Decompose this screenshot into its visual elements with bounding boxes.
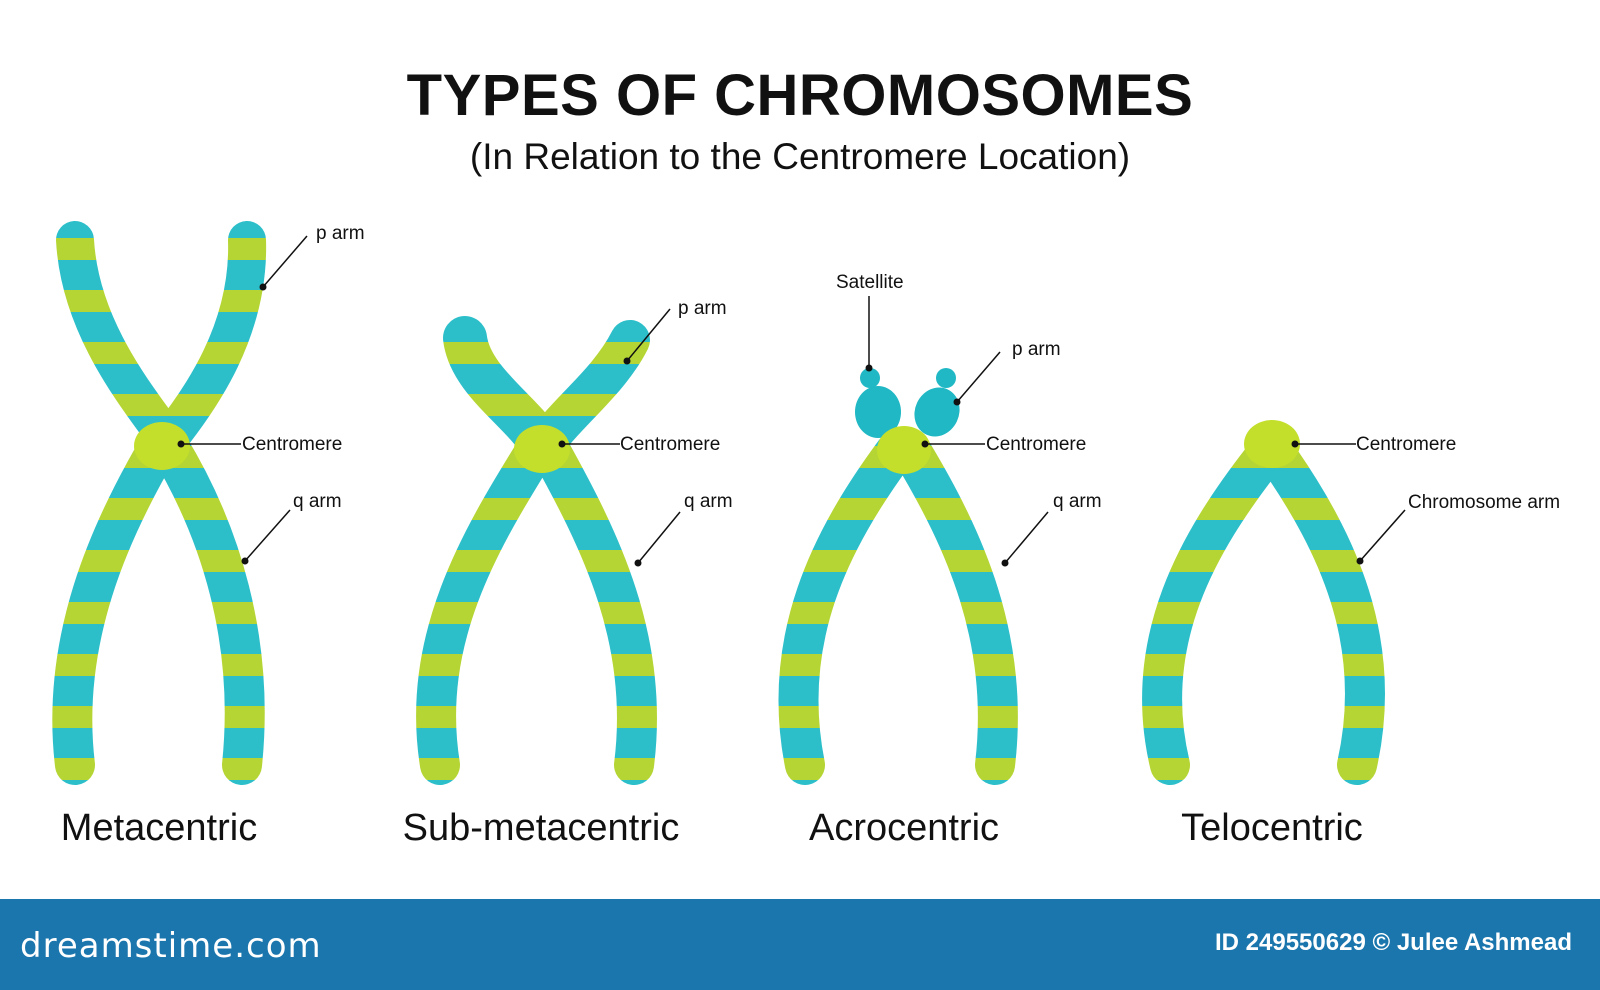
label-centromere: Centromere: [620, 434, 720, 455]
page-subtitle: (In Relation to the Centromere Location): [469, 136, 1131, 177]
label-p-arm: p arm: [1012, 339, 1061, 360]
p-arm-left: [56, 221, 187, 459]
label-centromere: Centromere: [242, 434, 342, 455]
sub-metacentric-chromosome: p arm Centromere q arm: [416, 298, 733, 785]
label-satellite: Satellite: [836, 272, 904, 293]
caption-sub-metacentric: Sub-metacentric: [403, 807, 680, 849]
q-arm-left: [416, 430, 556, 785]
q-arm-left: [52, 425, 180, 785]
label-q-arm: q arm: [1053, 491, 1102, 512]
footer-bar: dreamstime.com ID 249550629 © Julee Ashm…: [0, 899, 1600, 990]
centromere: [1244, 420, 1300, 468]
brand-logo: dreamstime.com: [20, 926, 322, 966]
caption-metacentric: Metacentric: [61, 807, 257, 849]
arm-right: [1260, 440, 1385, 785]
q-arm-left: [778, 432, 915, 785]
label-centromere: Centromere: [1356, 434, 1456, 455]
satellite-left: [860, 368, 880, 388]
chromosome-diagram: p arm Centromere q arm p arm Centromere …: [52, 221, 1560, 849]
label-chromosome-arm: Chromosome arm: [1408, 492, 1560, 513]
metacentric-chromosome: p arm Centromere q arm: [52, 221, 365, 785]
p-arm-right: [914, 387, 960, 437]
label-q-arm: q arm: [293, 491, 342, 512]
caption-acrocentric: Acrocentric: [809, 807, 999, 849]
page-title: TYPES OF CHROMOSOMES: [406, 63, 1194, 128]
label-q-arm: q arm: [684, 491, 733, 512]
centromere: [877, 426, 931, 474]
q-arm-right: [148, 425, 265, 785]
caption-telocentric: Telocentric: [1181, 807, 1363, 849]
centromere: [514, 425, 570, 473]
satellite-right: [936, 368, 956, 388]
image-credit: ID 249550629 © Julee Ashmead: [1215, 929, 1572, 956]
label-p-arm: p arm: [316, 223, 365, 244]
arm-left: [1142, 440, 1282, 785]
label-centromere: Centromere: [986, 434, 1086, 455]
p-arm-right: [526, 320, 650, 462]
p-arm-left: [855, 386, 901, 438]
centromere: [134, 422, 190, 470]
label-p-arm: p arm: [678, 298, 727, 319]
telocentric-chromosome: Centromere Chromosome arm: [1142, 420, 1560, 785]
p-arm-left: [443, 316, 562, 464]
p-arm-right: [149, 221, 267, 459]
q-arm-right: [892, 432, 1018, 785]
acrocentric-chromosome: Satellite p arm Centromere q arm: [778, 272, 1102, 785]
q-arm-right: [530, 430, 657, 785]
